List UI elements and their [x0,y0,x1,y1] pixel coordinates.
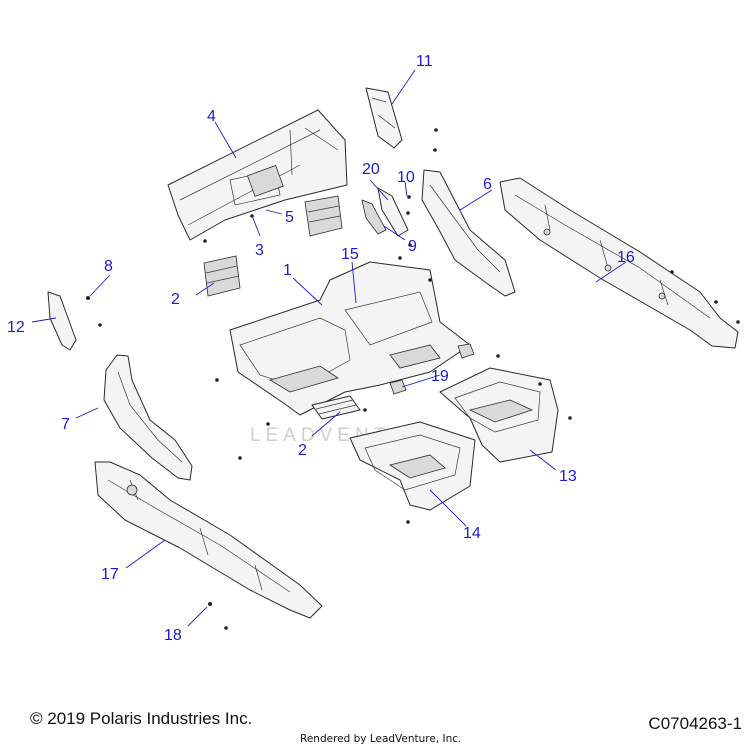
part-11-bracket[interactable] [365,87,403,149]
part-2-upper-plate[interactable] [304,195,343,237]
callout-13[interactable]: 13 [559,468,577,485]
callout-4[interactable]: 4 [207,108,216,125]
callout-17[interactable]: 17 [101,566,119,583]
callout-12[interactable]: 12 [7,319,25,336]
callout-11[interactable]: 11 [416,53,433,70]
part-19-clip[interactable] [389,343,475,395]
fasteners [86,128,740,630]
callout-16[interactable]: 16 [617,249,635,266]
part-7-side-trim[interactable] [103,354,193,481]
part-6-side-panel[interactable] [421,169,516,297]
diagram-id: C0704263-1 [648,714,742,733]
callout-2-lower[interactable]: 2 [298,442,307,459]
callout-19[interactable]: 19 [431,368,449,385]
part-20-bracket[interactable] [377,187,409,237]
callout-7[interactable]: 7 [61,416,70,433]
part-14-left-footwell[interactable] [349,421,476,511]
part-16-right-rocker[interactable] [499,177,739,349]
callout-15[interactable]: 15 [341,246,359,263]
part-4-dash-panel[interactable] [167,109,348,241]
callout-1[interactable]: 1 [283,262,292,279]
callout-5[interactable]: 5 [285,209,294,226]
part-9-bracket[interactable] [361,199,387,235]
callout-9[interactable]: 9 [408,238,417,255]
callout-6[interactable]: 6 [483,176,492,193]
callout-2-left[interactable]: 2 [171,291,180,308]
part-17-left-rocker[interactable] [94,461,323,619]
rendered-by-text: Rendered by LeadVenture, Inc. [300,733,462,745]
callout-20[interactable]: 20 [362,161,380,178]
callouts: 11 4 20 10 6 5 3 9 8 1 15 16 2 12 19 7 2… [7,53,635,644]
part-13-right-footwell[interactable] [439,367,559,463]
callout-8[interactable]: 8 [104,258,113,275]
callout-14[interactable]: 14 [463,525,481,542]
leader-lines [31,69,627,627]
part-1-floor[interactable] [229,261,471,416]
copyright-text: © 2019 Polaris Industries Inc. [30,709,253,728]
callout-3[interactable]: 3 [255,242,264,259]
callout-18[interactable]: 18 [164,627,182,644]
part-12-trim[interactable] [47,291,77,351]
part-2-lower-plate[interactable] [311,395,361,420]
part-2-left-plate[interactable] [203,255,241,297]
callout-10[interactable]: 10 [397,169,415,186]
